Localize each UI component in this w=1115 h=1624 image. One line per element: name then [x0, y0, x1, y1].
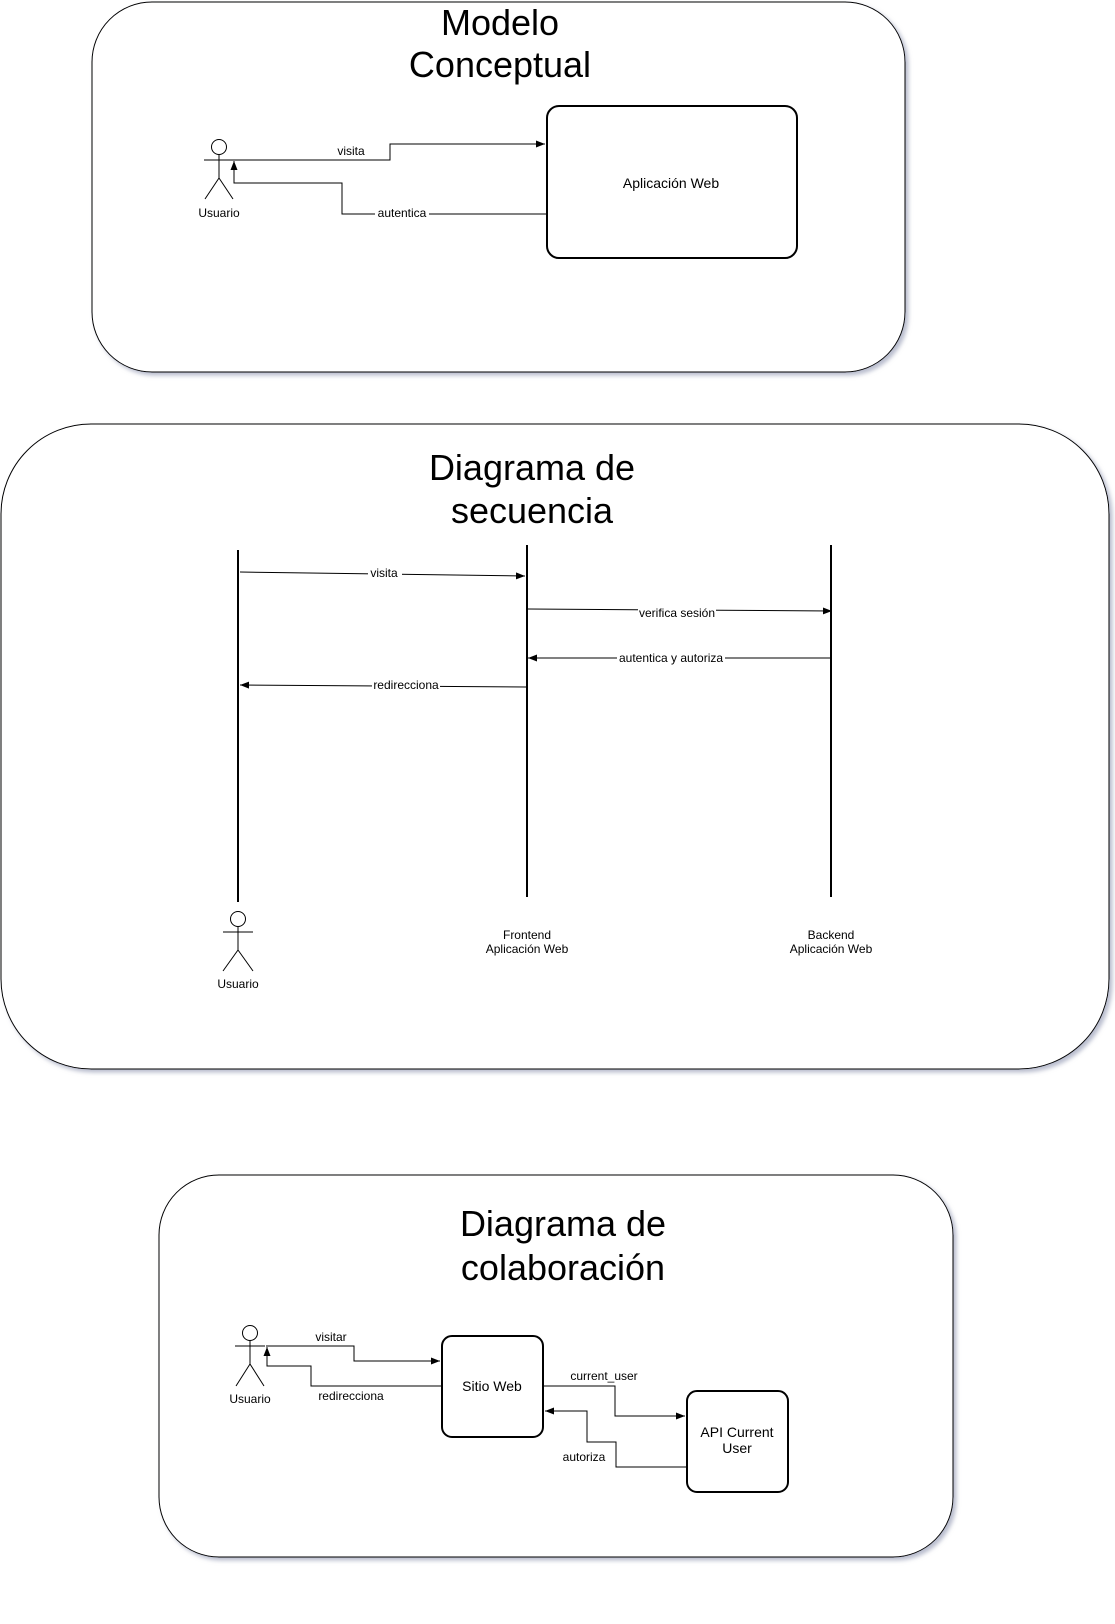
- actor-leg-right-icon: [249, 1363, 265, 1387]
- msg-auth-label: autentica y autoriza: [619, 651, 723, 665]
- actor-leg-left-icon: [222, 949, 239, 972]
- conceptual-panel-frame: [91, 1, 906, 373]
- collaboration-diagram-panel: Diagrama de colaboración Usuario Sitio W…: [158, 1174, 954, 1558]
- collaboration-actor[interactable]: [235, 1325, 265, 1387]
- actor-leg-left-icon: [235, 1363, 251, 1387]
- actor-leg-right-icon: [237, 949, 254, 972]
- msg-visit-label: visita: [370, 566, 398, 580]
- edge-authorize-label: autoriza: [563, 1450, 606, 1464]
- sequence-diagram-panel: Diagrama de secuencia visita verifica se…: [0, 423, 1110, 1070]
- actor-head-icon: [230, 911, 246, 927]
- collaboration-title-line2: colaboración: [461, 1247, 665, 1288]
- conceptual-title-line2: Conceptual: [409, 44, 591, 85]
- edge-current-user-arrow: [543, 1385, 685, 1420]
- edge-current-user-label: current_user: [570, 1369, 637, 1383]
- site-box-label: Sitio Web: [462, 1378, 522, 1394]
- msg-redirect-label: redirecciona: [373, 678, 439, 692]
- edge-visitar-arrow: [266, 1345, 440, 1365]
- collaboration-title-line1: Diagrama de: [460, 1203, 666, 1244]
- sequence-actor-label: Usuario: [217, 977, 259, 991]
- sequence-title-line2: secuencia: [451, 490, 614, 531]
- conceptual-actor-label: Usuario: [198, 206, 240, 220]
- conceptual-model-panel: Modelo Conceptual Usuario Aplicación Web…: [91, 1, 906, 373]
- conceptual-app-box[interactable]: [546, 105, 798, 259]
- actor-head-icon: [211, 139, 227, 155]
- actor-leg-left-icon: [204, 177, 220, 200]
- sequence-actor[interactable]: [222, 911, 254, 972]
- frontend-label-line2: Aplicación Web: [486, 942, 569, 956]
- conceptual-title-line1: Modelo: [441, 2, 559, 43]
- api-box-label-line2: User: [722, 1440, 752, 1456]
- edge-visit-arrow: [233, 140, 545, 161]
- actor-leg-right-icon: [218, 177, 234, 200]
- msg-verify-label: verifica sesión: [639, 606, 715, 620]
- backend-label-line1: Backend: [808, 928, 855, 942]
- actor-head-icon: [242, 1325, 258, 1341]
- collaboration-actor-label: Usuario: [229, 1392, 271, 1406]
- edge-auth-label: autentica: [378, 206, 427, 220]
- frontend-label-line1: Frontend: [503, 928, 551, 942]
- api-box[interactable]: [686, 1390, 789, 1493]
- edge-visit-label: visita: [337, 144, 365, 158]
- edge-redirect-label: redirecciona: [318, 1389, 384, 1403]
- edge-redirect-arrow: [263, 1347, 442, 1387]
- conceptual-actor[interactable]: [204, 139, 234, 200]
- backend-label-line2: Aplicación Web: [790, 942, 873, 956]
- edge-visitar-label: visitar: [315, 1330, 346, 1344]
- sequence-title-line1: Diagrama de: [429, 447, 635, 488]
- edge-authorize-arrow: [545, 1407, 687, 1468]
- conceptual-app-box-label: Aplicación Web: [623, 175, 719, 191]
- api-box-label-line1: API Current: [700, 1424, 773, 1440]
